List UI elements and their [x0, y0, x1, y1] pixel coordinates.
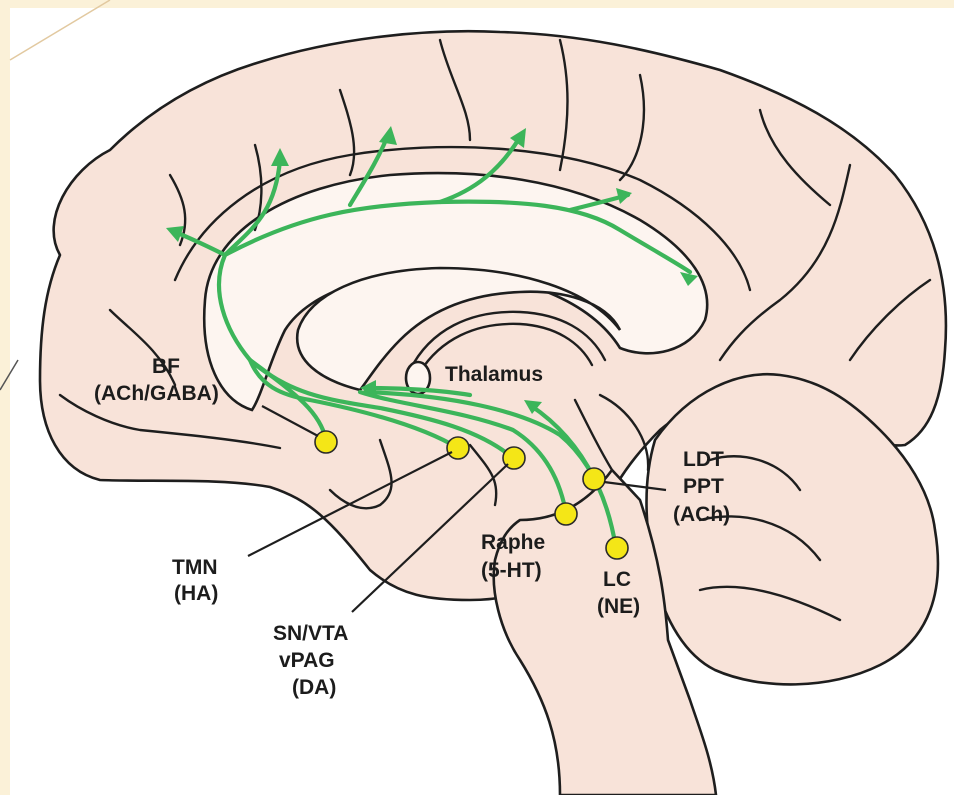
lc-label-line2: (NE) [597, 595, 640, 618]
bf-nucleus-marker [315, 431, 337, 453]
lc-label-line1: LC [603, 568, 631, 591]
ldt-nucleus-marker [583, 468, 605, 490]
ldt-label-line3: (ACh) [673, 503, 730, 526]
thalamus-label: Thalamus [445, 363, 543, 386]
ldt-label-line2: PPT [683, 475, 724, 498]
raphe-label-line2: (5-HT) [481, 559, 542, 582]
slide-decor-line [10, 0, 110, 60]
tmn-nucleus-marker [447, 437, 469, 459]
snvta-label-line1: SN/VTA [273, 622, 348, 645]
ldt-label-line1: LDT [683, 448, 724, 471]
snvta-label-line3: (DA) [292, 676, 336, 699]
bf-label-line1: BF [152, 355, 180, 378]
raphe-label-line1: Raphe [481, 531, 545, 554]
tmn-label-line2: (HA) [174, 582, 218, 605]
brain-sagittal-section [40, 31, 946, 795]
raphe-nucleus-marker [555, 503, 577, 525]
bf-label-line2: (ACh/GABA) [94, 382, 219, 405]
snvta-label-line2: vPAG [279, 649, 335, 672]
lc-nucleus-marker [606, 537, 628, 559]
tmn-label-line1: TMN [172, 556, 218, 579]
slide-decor-line-2 [0, 360, 18, 390]
